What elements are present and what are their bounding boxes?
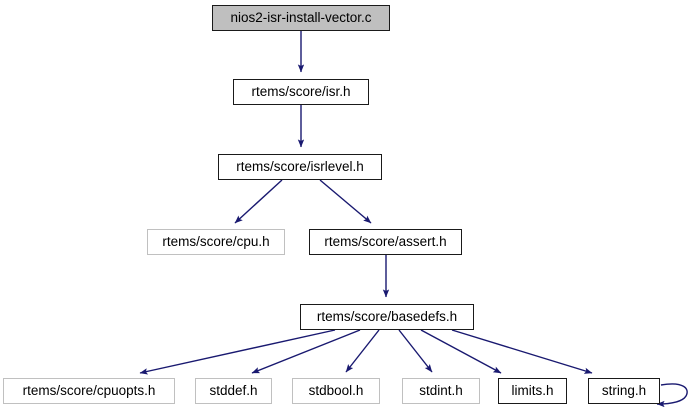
edge-isrlevel-to-assert: [319, 179, 372, 224]
node-rtems-score-isrlevel-h[interactable]: rtems/score/isrlevel.h: [218, 154, 382, 180]
node-label: limits.h: [511, 383, 554, 399]
node-label: stdbool.h: [308, 383, 364, 399]
node-rtems-score-assert-h[interactable]: rtems/score/assert.h: [309, 229, 462, 255]
node-nios2-isr-install-vector-c[interactable]: nios2-isr-install-vector.c: [212, 5, 390, 31]
node-string-h[interactable]: string.h: [588, 378, 660, 404]
node-label: rtems/score/isrlevel.h: [236, 159, 364, 175]
edge-string-self-loop: [656, 383, 688, 408]
node-stdint-h[interactable]: stdint.h: [402, 378, 480, 404]
edge-basedefs-to-stdint: [398, 329, 433, 373]
node-stddef-h[interactable]: stddef.h: [195, 378, 272, 404]
node-rtems-score-basedefs-h[interactable]: rtems/score/basedefs.h: [300, 304, 474, 330]
node-label: rtems/score/basedefs.h: [316, 309, 458, 325]
edge-basedefs-to-string: [451, 329, 593, 374]
node-label: stddef.h: [209, 383, 258, 399]
node-label: rtems/score/isr.h: [251, 84, 351, 100]
node-label: rtems/score/assert.h: [324, 234, 447, 250]
node-rtems-score-cpu-h[interactable]: rtems/score/cpu.h: [147, 229, 285, 255]
edge-basedefs-to-stdbool: [345, 329, 380, 373]
node-label: stdint.h: [419, 383, 463, 399]
node-stdbool-h[interactable]: stdbool.h: [292, 378, 380, 404]
edge-basedefs-to-stddef: [251, 329, 361, 374]
node-limits-h[interactable]: limits.h: [498, 378, 567, 404]
node-label: rtems/score/cpuopts.h: [22, 383, 156, 399]
node-rtems-score-isr-h[interactable]: rtems/score/isr.h: [233, 79, 369, 105]
edge-basedefs-to-cpuopts: [139, 329, 336, 375]
node-rtems-score-cpuopts-h[interactable]: rtems/score/cpuopts.h: [3, 378, 175, 404]
edge-isrlevel-to-cpu: [234, 179, 283, 224]
edge-basedefs-to-limits: [420, 329, 502, 374]
node-label: rtems/score/cpu.h: [162, 234, 270, 250]
node-label: nios2-isr-install-vector.c: [230, 10, 372, 26]
node-label: string.h: [601, 383, 647, 399]
